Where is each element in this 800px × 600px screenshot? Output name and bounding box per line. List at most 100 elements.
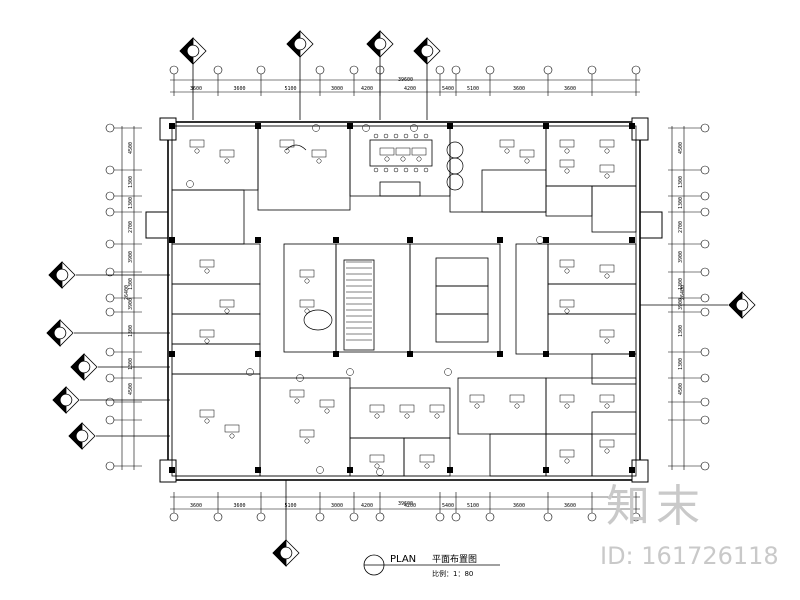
desk bbox=[559, 139, 575, 148]
chair bbox=[403, 133, 409, 139]
axis-bubble-bottom bbox=[315, 512, 325, 522]
chair bbox=[413, 133, 419, 139]
desk bbox=[599, 264, 615, 273]
chair bbox=[374, 413, 380, 419]
axis-bubble-right bbox=[700, 397, 710, 407]
chair bbox=[373, 167, 379, 173]
desk bbox=[599, 439, 615, 448]
section-marker bbox=[413, 37, 441, 65]
column bbox=[333, 237, 339, 243]
chair bbox=[194, 148, 200, 154]
chair bbox=[304, 438, 310, 444]
axis-bubble-bottom bbox=[375, 512, 385, 522]
chair bbox=[474, 403, 480, 409]
left-dimension-label: 1300 bbox=[128, 197, 134, 209]
column bbox=[407, 351, 413, 357]
axis-bubble-top bbox=[543, 65, 553, 75]
bottom-dimension-label: 4200 bbox=[361, 503, 373, 509]
bottom-total-dimension: 39600 bbox=[398, 501, 413, 507]
chair bbox=[204, 268, 210, 274]
chair bbox=[423, 167, 429, 173]
chair bbox=[564, 458, 570, 464]
left-dimension-label: 4500 bbox=[128, 383, 134, 395]
desk bbox=[519, 149, 535, 158]
axis-bubble-bottom bbox=[349, 512, 359, 522]
marker-circle bbox=[420, 44, 434, 58]
section-marker bbox=[68, 422, 96, 450]
section-marker bbox=[70, 353, 98, 381]
desk bbox=[419, 454, 435, 463]
desk bbox=[599, 394, 615, 403]
axis-bubble-bottom bbox=[543, 512, 553, 522]
chair bbox=[514, 403, 520, 409]
desk bbox=[559, 159, 575, 168]
chair bbox=[224, 308, 230, 314]
desk bbox=[299, 299, 315, 308]
chair bbox=[604, 338, 610, 344]
desk bbox=[369, 454, 385, 463]
right-dimension-label: 3900 bbox=[678, 298, 684, 310]
bottom-dimension-label: 5100 bbox=[467, 503, 479, 509]
desk bbox=[279, 139, 295, 148]
axis-bubble-right bbox=[700, 191, 710, 201]
chair bbox=[564, 148, 570, 154]
chair bbox=[374, 463, 380, 469]
right-dimension-label: 1300 bbox=[678, 325, 684, 337]
marker-circle bbox=[77, 360, 91, 374]
axis-bubble-top bbox=[435, 65, 445, 75]
column bbox=[255, 351, 261, 357]
axis-bubble-right bbox=[700, 373, 710, 383]
column bbox=[255, 467, 261, 473]
column bbox=[497, 237, 503, 243]
column bbox=[333, 351, 339, 357]
axis-bubble-left bbox=[105, 373, 115, 383]
section-marker bbox=[52, 386, 80, 414]
marker-circle bbox=[53, 326, 67, 340]
plan-scale: 比例：1：80 bbox=[432, 569, 473, 578]
axis-bubble-right bbox=[700, 267, 710, 277]
right-dimension-label: 1300 bbox=[678, 278, 684, 290]
top-dimension-label: 5100 bbox=[467, 86, 479, 92]
axis-bubble-left bbox=[105, 397, 115, 407]
axis-bubble-left bbox=[105, 347, 115, 357]
bottom-dimension-label: 5100 bbox=[285, 503, 297, 509]
axis-bubble-top bbox=[349, 65, 359, 75]
desk bbox=[224, 424, 240, 433]
desk bbox=[395, 147, 411, 156]
desk bbox=[559, 259, 575, 268]
plant bbox=[246, 368, 254, 376]
axis-bubble-left bbox=[105, 307, 115, 317]
left-dimension-label: 3900 bbox=[128, 251, 134, 263]
axis-bubble-top bbox=[256, 65, 266, 75]
marker-circle bbox=[735, 298, 749, 312]
interior-partitions bbox=[171, 125, 637, 477]
desk bbox=[399, 404, 415, 413]
desk bbox=[319, 399, 335, 408]
marker-circle bbox=[373, 37, 387, 51]
desk bbox=[199, 329, 215, 338]
chair bbox=[383, 133, 389, 139]
title-block: PLAN 平面布置图 比例：1：80 bbox=[363, 553, 500, 578]
plant bbox=[410, 124, 418, 132]
right-dimension-label: 1300 bbox=[678, 197, 684, 209]
axis-bubble-left bbox=[105, 191, 115, 201]
section-marker bbox=[366, 30, 394, 58]
desk bbox=[559, 449, 575, 458]
desk bbox=[219, 149, 235, 158]
axis-bubble-bottom bbox=[256, 512, 266, 522]
axis-bubble-bottom bbox=[169, 512, 179, 522]
chair bbox=[403, 167, 409, 173]
column bbox=[543, 237, 549, 243]
section-marker bbox=[46, 319, 74, 347]
section-marker bbox=[728, 291, 756, 319]
axis-bubble-right bbox=[700, 207, 710, 217]
axis-bubble-left bbox=[105, 415, 115, 425]
axis-bubble-right bbox=[700, 123, 710, 133]
axis-bubble-right bbox=[700, 461, 710, 471]
desk bbox=[599, 329, 615, 338]
chair bbox=[604, 403, 610, 409]
axis-bubble-right bbox=[700, 239, 710, 249]
axis-bubble-bottom bbox=[485, 512, 495, 522]
